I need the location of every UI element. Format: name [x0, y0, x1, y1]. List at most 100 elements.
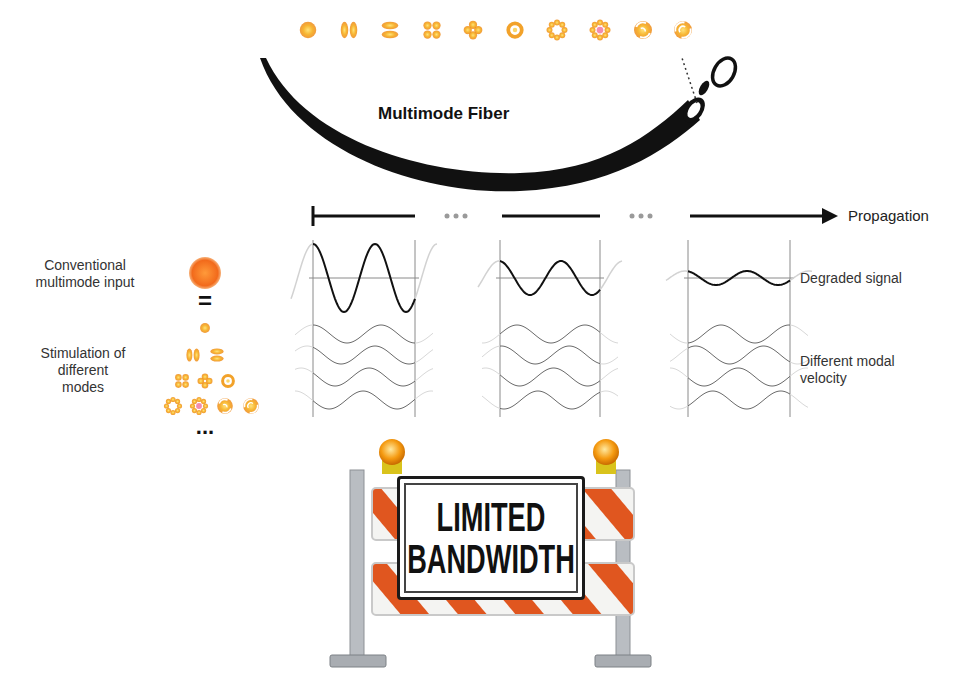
- mode-waveform: [313, 346, 415, 364]
- input-mode-stack-part: [200, 323, 210, 333]
- mode-pattern-row-part: [674, 21, 692, 39]
- mode-waveform: [500, 325, 600, 343]
- propagation-axis-part: [502, 215, 600, 218]
- faded-signal-tail: [478, 261, 500, 287]
- input-mode-stack-part: [223, 376, 234, 387]
- waveform-panels: [291, 240, 812, 417]
- propagation-axis-part: [463, 214, 468, 219]
- propagation-axis-part: [639, 214, 644, 219]
- mode-waveform: [688, 368, 790, 386]
- propagation-axis-part: [630, 214, 635, 219]
- input-mode-stack-part: [164, 397, 182, 415]
- road-barricade-part: [330, 655, 386, 667]
- input-mode-stack-part: [243, 398, 259, 414]
- propagation-axis: [313, 206, 838, 226]
- fiber-cable-part: [685, 100, 704, 120]
- mode-waveform: [313, 368, 415, 386]
- faded-mode-tail: [670, 406, 688, 409]
- panel-divider: [500, 240, 501, 417]
- panel-divider: [688, 240, 689, 417]
- faded-mode-tail: [482, 334, 500, 343]
- faded-signal-tail: [666, 271, 688, 280]
- equals-sign: =: [193, 286, 217, 315]
- mode-pattern-row-part: [547, 20, 568, 41]
- faded-mode-tail: [790, 394, 808, 407]
- signal-waveform: [313, 244, 415, 312]
- fiber-cable-part: [708, 54, 740, 90]
- velocity-label: Different modal velocity: [800, 353, 925, 387]
- faded-mode-tail: [600, 332, 618, 343]
- faded-mode-tail: [482, 368, 500, 375]
- panel-divider: [415, 240, 416, 417]
- input-mode-stack-part: [189, 257, 221, 289]
- propagation-axis-part: [454, 214, 459, 219]
- fiber-cable-part: [682, 58, 697, 103]
- mode-pattern-row-part: [341, 22, 358, 39]
- faded-mode-tail: [482, 346, 500, 357]
- faded-signal-tail: [600, 261, 622, 290]
- faded-signal-tail: [291, 244, 313, 299]
- mode-waveform: [500, 346, 600, 364]
- input-mode-stack-part: [210, 348, 223, 361]
- faded-mode-tail: [295, 391, 313, 401]
- mode-pattern-row-part: [590, 20, 611, 41]
- input-mode-stack-part: [190, 397, 208, 415]
- faded-mode-tail: [670, 348, 688, 361]
- mode-waveform: [688, 391, 790, 409]
- faded-mode-tail: [790, 325, 808, 336]
- mode-waveform: [688, 346, 790, 364]
- input-mode-stack-part: [175, 374, 189, 388]
- mode-waveform: [313, 325, 415, 343]
- propagation-axis-part: [313, 215, 415, 218]
- input-mode-stack-part: [186, 348, 199, 361]
- propagation-axis-part: [822, 208, 838, 224]
- mode-waveform: [688, 325, 790, 343]
- panel-divider: [600, 240, 601, 417]
- fiber-cable-part: [260, 58, 700, 191]
- signal-baseline: [496, 278, 604, 279]
- propagation-axis-part: [690, 215, 826, 218]
- road-barricade-part: [350, 470, 364, 662]
- mode-pattern-row-part: [464, 21, 483, 40]
- mode-waveform: [500, 368, 600, 386]
- faded-mode-tail: [415, 333, 433, 343]
- road-barricade-part: [595, 655, 651, 667]
- faded-mode-tail: [295, 325, 313, 335]
- propagation-axis-part: [445, 214, 450, 219]
- faded-mode-tail: [670, 368, 688, 378]
- faded-mode-tail: [295, 368, 313, 373]
- input-mode-stack-part: [217, 398, 233, 414]
- input-mode-stack-part: [198, 374, 213, 389]
- mode-pattern-row: [300, 20, 692, 41]
- ellipsis-mark: ...: [185, 414, 225, 440]
- faded-mode-tail: [600, 369, 618, 381]
- barricade-sign: LIMITED BANDWIDTH: [397, 476, 585, 600]
- signal-label: Degraded signal: [800, 270, 950, 287]
- fiber-cable: [260, 54, 740, 191]
- panel-divider: [790, 240, 791, 417]
- mode-pattern-row-part: [508, 23, 522, 37]
- fiber-cable-part: [697, 79, 712, 97]
- signal-baseline: [309, 278, 419, 279]
- sign-text: LIMITED BANDWIDTH: [399, 496, 583, 580]
- faded-mode-tail: [482, 396, 500, 408]
- faded-mode-tail: [600, 391, 618, 396]
- propagation-axis-part: [648, 214, 653, 219]
- mode-waveform: [500, 391, 600, 409]
- mode-waveform: [313, 391, 415, 409]
- faded-mode-tail: [415, 391, 433, 399]
- input-mode-stack: [164, 257, 259, 415]
- axis-label: Propagation: [848, 207, 958, 225]
- input-label: Conventional multimode input: [20, 257, 150, 291]
- faded-signal-tail: [415, 244, 437, 299]
- faded-mode-tail: [415, 350, 433, 363]
- faded-mode-tail: [295, 346, 313, 351]
- mode-pattern-row-part: [634, 21, 652, 39]
- faded-mode-tail: [415, 369, 433, 381]
- mode-pattern-row-part: [423, 21, 440, 38]
- road-barricade-part: [379, 439, 405, 465]
- signal-waveform: [500, 261, 600, 295]
- panel-divider: [313, 240, 314, 417]
- mode-pattern-row-part: [382, 22, 399, 39]
